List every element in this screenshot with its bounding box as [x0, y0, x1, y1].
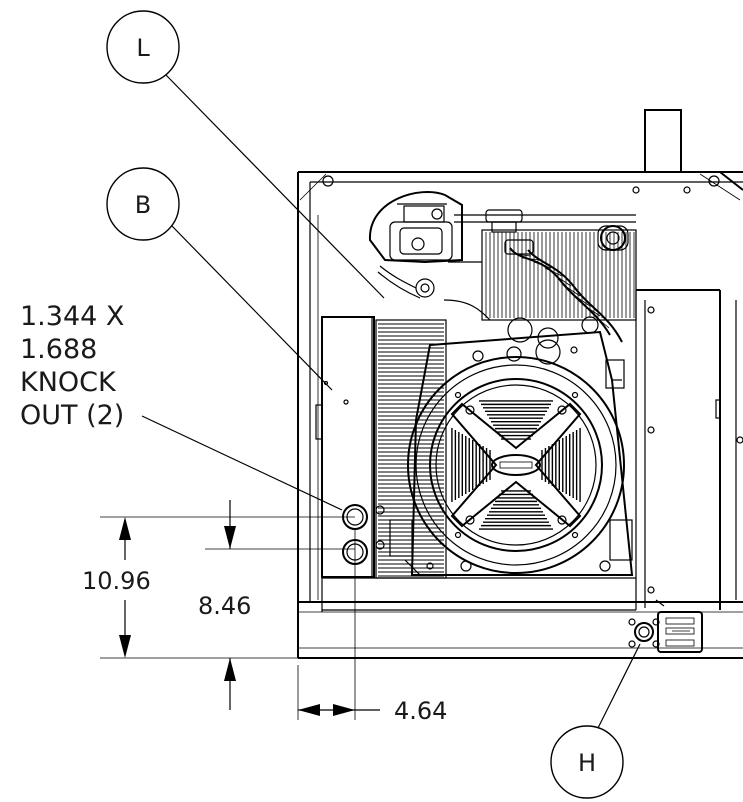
callout-b-label: B — [135, 191, 151, 219]
drain-fitting — [628, 599, 665, 648]
knockout-note-line-3: KNOCK — [20, 367, 117, 398]
callout-h-label: H — [578, 749, 596, 777]
engine-block — [389, 330, 634, 576]
knockout-note: 1.344 X 1.688 KNOCK OUT (2) — [20, 301, 343, 511]
knockout-note-line-2: 1.688 — [20, 334, 97, 365]
callout-h-leader — [597, 643, 641, 729]
enclosure-outline — [297, 109, 743, 659]
dimension-horizontal-offset: 4.64 — [298, 697, 447, 725]
callout-b: B — [106, 167, 333, 391]
callout-h: H — [550, 643, 641, 799]
knockout-note-line-1: 1.344 X — [20, 301, 124, 332]
dimension-inner-height: 8.46 — [198, 500, 251, 710]
dimension-outer-height: 10.96 — [82, 517, 151, 658]
knockout-leader-line — [141, 415, 343, 511]
dimension-inner-height-label: 8.46 — [198, 592, 251, 620]
dimension-outer-height-label: 10.96 — [82, 567, 151, 595]
callout-l-leader — [165, 74, 385, 299]
callout-l: L — [106, 10, 385, 299]
data-plate — [657, 611, 703, 653]
dimension-horizontal-offset-label: 4.64 — [394, 697, 447, 725]
control-box — [315, 316, 385, 578]
knockout-note-line-4: OUT (2) — [20, 400, 124, 431]
callout-b-leader — [171, 225, 333, 391]
engine-top-components — [368, 191, 636, 349]
callout-l-label: L — [136, 34, 150, 62]
alternator-fan-guard — [407, 356, 625, 574]
